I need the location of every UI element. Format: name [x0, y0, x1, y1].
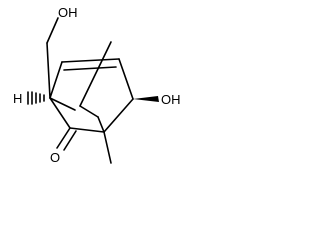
bond-c7-c8 [79, 105, 99, 118]
hashed-bond-h [27, 91, 45, 105]
bond-carbonyl-double-1 [56, 127, 71, 149]
stereo-layer [27, 91, 159, 105]
bond-c1-ch2 [46, 42, 51, 99]
bicyclic-ketone-structure: OH OH O H [13, 5, 181, 165]
ketone-oxygen-label: O [50, 150, 60, 165]
bond-bridge-methyl [79, 41, 112, 107]
bond-carbonyl-double-2 [63, 130, 77, 151]
ring-oh-label: OH [161, 92, 181, 107]
bond-carbonyl-c5 [69, 127, 105, 133]
bond-layer [46, 17, 134, 164]
bond-c5-methyl [103, 131, 112, 164]
bond-c1-c7 [49, 97, 76, 111]
bond-c1-carbonyl [49, 97, 71, 129]
bond-c8-c5 [97, 116, 105, 133]
hydroxymethyl-oh-label: OH [58, 5, 78, 20]
wedge-bond-oh [133, 96, 159, 102]
bond-c5-c4 [103, 98, 134, 133]
bond-alkene-double-2 [63, 66, 117, 71]
bond-c1-alkene [49, 61, 63, 99]
bond-alkene-double-1 [61, 58, 120, 63]
label-layer: OH OH O H [13, 5, 181, 165]
bond-alkene-c4 [118, 58, 134, 100]
bridgehead-h-label: H [13, 91, 22, 106]
bond-ch2-oh [46, 17, 59, 44]
